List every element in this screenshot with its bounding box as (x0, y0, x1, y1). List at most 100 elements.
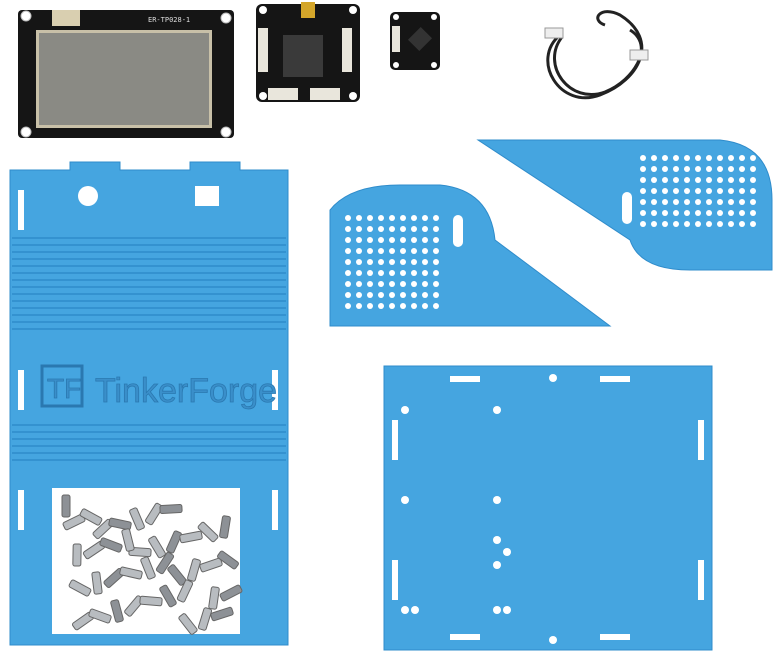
vent-hole (411, 303, 417, 309)
vent-hole (717, 166, 723, 172)
vent-hole (728, 155, 734, 161)
vent-hole (356, 281, 362, 287)
vent-hole (717, 177, 723, 183)
vent-hole (662, 155, 668, 161)
screw (166, 530, 182, 554)
vent-hole (422, 226, 428, 232)
vent-hole (367, 292, 373, 298)
vent-hole (717, 155, 723, 161)
vent-hole (433, 292, 439, 298)
vent-hole (411, 281, 417, 287)
vent-hole (433, 270, 439, 276)
bricklet-board (390, 12, 440, 70)
tinkerforge-logo: TF TinkerForge (40, 364, 277, 410)
svg-text:TF: TF (47, 373, 81, 404)
mounting-hole (493, 536, 501, 544)
vent-hole (345, 226, 351, 232)
screw (208, 586, 220, 610)
vent-hole (750, 155, 756, 161)
vent-hole (356, 248, 362, 254)
vent-hole (662, 188, 668, 194)
vent-hole (673, 210, 679, 216)
screws-and-spacers (61, 494, 243, 635)
vent-hole (673, 221, 679, 227)
mounting-hole (493, 606, 501, 614)
vent-hole (400, 281, 406, 287)
vent-hole (684, 199, 690, 205)
vent-hole (367, 281, 373, 287)
mounting-hole (493, 406, 501, 414)
vent-hole (367, 270, 373, 276)
vent-hole (356, 292, 362, 298)
screw (121, 528, 135, 552)
vent-hole (739, 210, 745, 216)
vent-hole (651, 188, 657, 194)
vent-hole (367, 215, 373, 221)
vent-hole (433, 248, 439, 254)
vent-hole (728, 188, 734, 194)
screw (176, 579, 194, 603)
vent-hole (684, 177, 690, 183)
vent-hole (422, 215, 428, 221)
vent-hole (411, 226, 417, 232)
vent-hole (422, 248, 428, 254)
vent-hole (739, 221, 745, 227)
vent-hole (378, 303, 384, 309)
vent-hole (673, 177, 679, 183)
vent-hole (717, 221, 723, 227)
vent-hole (706, 166, 712, 172)
vent-hole (739, 166, 745, 172)
vent-hole (433, 259, 439, 265)
vent-hole-grid (640, 155, 756, 227)
vent-hole (433, 237, 439, 243)
mounting-holes (401, 374, 557, 644)
vent-hole (728, 166, 734, 172)
screw (178, 613, 198, 635)
vent-hole (739, 199, 745, 205)
vent-hole (728, 177, 734, 183)
screw (88, 608, 112, 624)
vent-hole (640, 155, 646, 161)
vent-hole (640, 177, 646, 183)
vent-hole (389, 292, 395, 298)
vent-hole (378, 292, 384, 298)
vent-hole (651, 166, 657, 172)
vent-hole (706, 188, 712, 194)
vent-hole (706, 221, 712, 227)
screw (140, 556, 156, 580)
vent-hole (662, 221, 668, 227)
vent-hole (411, 237, 417, 243)
screw (217, 550, 239, 570)
vent-hole (706, 199, 712, 205)
screw (91, 571, 103, 595)
vent-hole (433, 215, 439, 221)
vent-hole (356, 303, 362, 309)
screw (197, 521, 219, 543)
vent-hole (673, 155, 679, 161)
vent-hole (433, 303, 439, 309)
mounting-hole (401, 406, 409, 414)
screw (199, 557, 223, 573)
vent-hole (411, 292, 417, 298)
vent-hole (750, 221, 756, 227)
vent-hole (684, 221, 690, 227)
vent-hole (706, 210, 712, 216)
vent-hole (345, 270, 351, 276)
vent-hole (400, 248, 406, 254)
vent-hole (728, 210, 734, 216)
vent-hole (695, 199, 701, 205)
vent-hole (750, 188, 756, 194)
vent-hole (433, 226, 439, 232)
vent-hole (367, 237, 373, 243)
case-side-piece-left (329, 184, 612, 327)
vent-hole (750, 210, 756, 216)
vent-hole (389, 237, 395, 243)
vent-hole (400, 303, 406, 309)
vent-hole (717, 199, 723, 205)
vent-hole (662, 210, 668, 216)
vent-hole (411, 215, 417, 221)
vent-hole (684, 166, 690, 172)
vent-hole (640, 188, 646, 194)
vent-hole (345, 303, 351, 309)
vent-hole (695, 210, 701, 216)
